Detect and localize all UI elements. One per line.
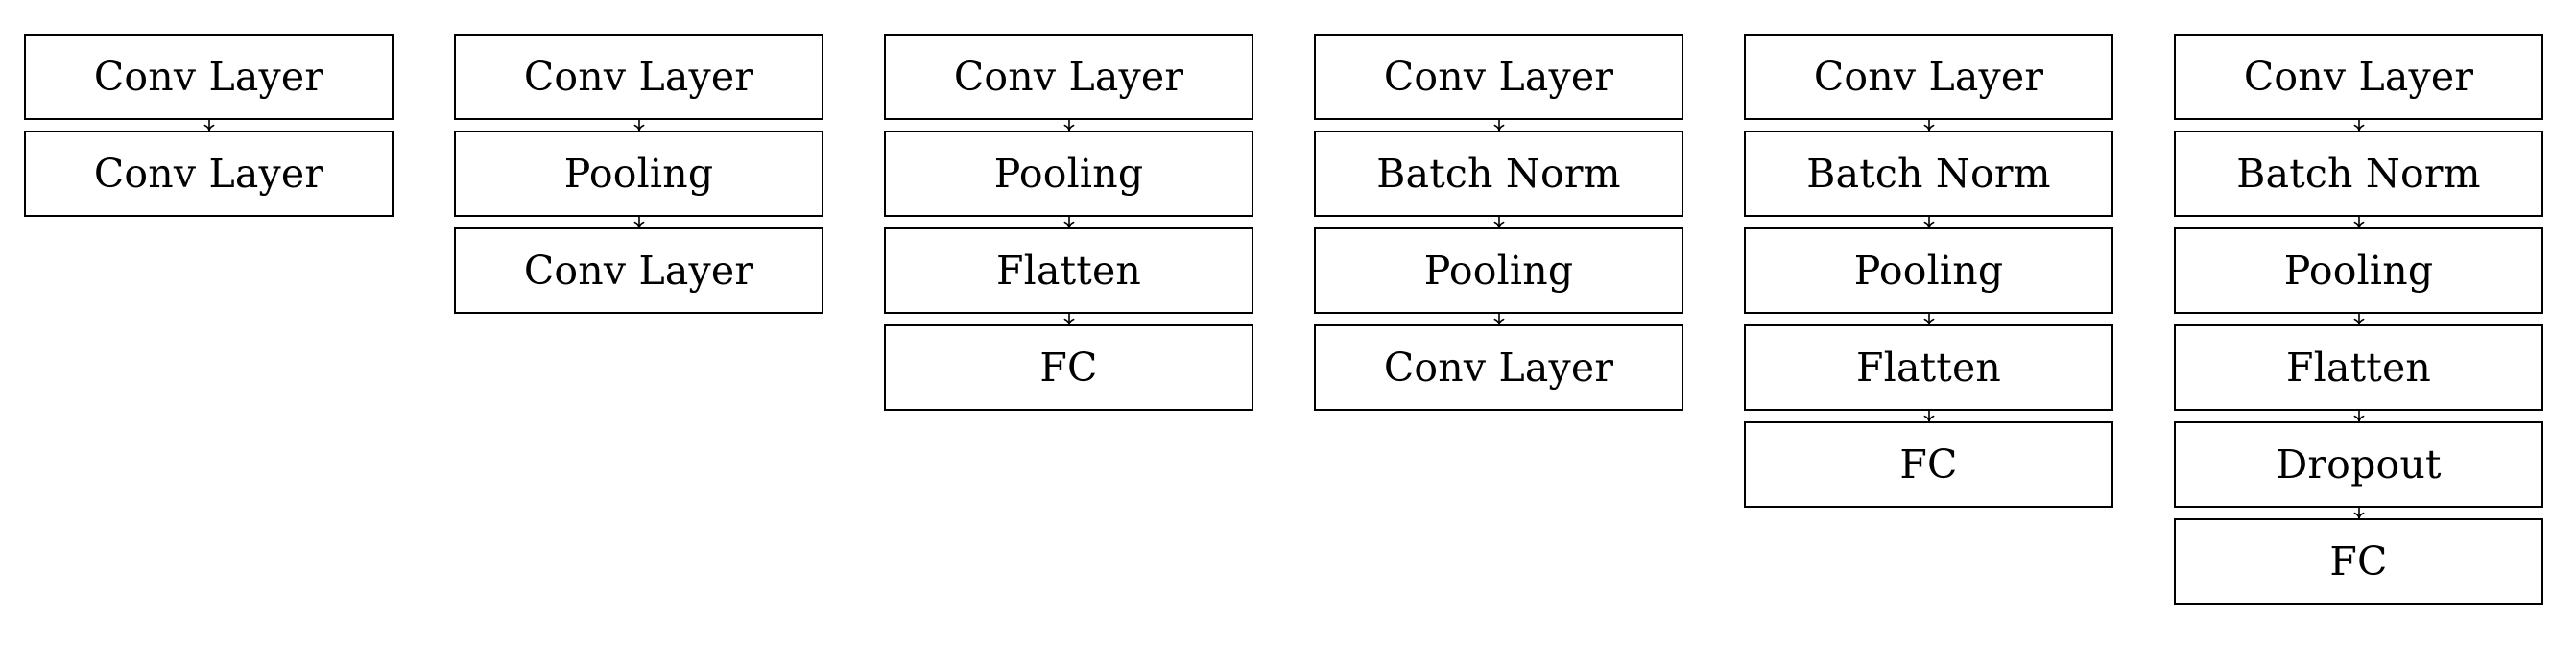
arrow-down-icon — [1744, 411, 2113, 422]
layer-box[interactable]: Pooling — [884, 131, 1253, 217]
layer-box[interactable]: Conv Layer — [24, 131, 394, 217]
arrow-down-icon — [1744, 314, 2113, 325]
layer-node[interactable]: Batch Norm — [1314, 131, 1683, 217]
layer-node[interactable]: Conv Layer — [454, 34, 823, 120]
layer-node[interactable]: Conv Layer — [884, 34, 1253, 120]
layer-label: Flatten — [1855, 344, 2002, 391]
layer-box[interactable]: FC — [884, 324, 1253, 411]
layer-label: Flatten — [995, 247, 1142, 294]
layer-label: Conv Layer — [1383, 53, 1614, 100]
layer-node[interactable]: FC — [1744, 421, 2113, 508]
layer-box[interactable]: Flatten — [884, 227, 1253, 314]
layer-box[interactable]: FC — [2174, 518, 2543, 605]
layer-node[interactable]: Pooling — [1744, 227, 2113, 314]
layer-label: Conv Layer — [93, 150, 324, 197]
arrow-down-icon — [2174, 508, 2543, 519]
arrow-down-icon — [884, 217, 1253, 228]
layer-label: Pooling — [2283, 247, 2434, 294]
layer-label: Conv Layer — [953, 53, 1184, 100]
layer-box[interactable]: Batch Norm — [1314, 131, 1683, 217]
layer-node[interactable]: Pooling — [1314, 227, 1683, 314]
layer-node[interactable]: FC — [884, 324, 1253, 411]
arrow-down-icon — [884, 314, 1253, 325]
arrow-down-icon — [1744, 120, 2113, 131]
layer-box[interactable]: Conv Layer — [1744, 34, 2113, 120]
layer-box[interactable]: Conv Layer — [2174, 34, 2543, 120]
layer-label: FC — [2329, 538, 2388, 585]
layer-label: FC — [1039, 344, 1098, 391]
layer-label: Pooling — [563, 150, 714, 197]
layer-box[interactable]: Conv Layer — [884, 34, 1253, 120]
layer-box[interactable]: Flatten — [2174, 324, 2543, 411]
layer-node[interactable]: Conv Layer — [1314, 34, 1683, 120]
layer-label: Dropout — [2276, 441, 2442, 488]
layer-label: Batch Norm — [1376, 150, 1621, 197]
layer-node[interactable]: Flatten — [884, 227, 1253, 314]
layer-label: Batch Norm — [2236, 150, 2481, 197]
layer-label: Conv Layer — [523, 53, 754, 100]
arrow-down-icon — [1744, 217, 2113, 228]
layer-label: Flatten — [2285, 344, 2432, 391]
layer-label: Pooling — [1853, 247, 2004, 294]
layer-box[interactable]: Batch Norm — [1744, 131, 2113, 217]
layer-box[interactable]: Pooling — [2174, 227, 2543, 314]
layer-box[interactable]: Conv Layer — [454, 227, 823, 314]
arrow-down-icon — [884, 120, 1253, 131]
layer-box[interactable]: Conv Layer — [454, 34, 823, 120]
layer-node[interactable]: Pooling — [454, 131, 823, 217]
layer-node[interactable]: Conv Layer — [1744, 34, 2113, 120]
arrow-down-icon — [1314, 120, 1683, 131]
layer-label: Batch Norm — [1806, 150, 2051, 197]
layer-box[interactable]: FC — [1744, 421, 2113, 508]
arrow-down-icon — [454, 217, 823, 228]
layer-node[interactable]: Flatten — [1744, 324, 2113, 411]
layer-box[interactable]: Dropout — [2174, 421, 2543, 508]
layer-label: Pooling — [1423, 247, 1574, 294]
layer-node[interactable]: Conv Layer — [454, 227, 823, 314]
arrow-down-icon — [24, 120, 394, 131]
layer-box[interactable]: Conv Layer — [1314, 324, 1683, 411]
layer-node[interactable]: Conv Layer — [2174, 34, 2543, 120]
layer-box[interactable]: Pooling — [1314, 227, 1683, 314]
arrow-down-icon — [1314, 217, 1683, 228]
layer-node[interactable]: Pooling — [2174, 227, 2543, 314]
arrow-down-icon — [454, 120, 823, 131]
layer-box[interactable]: Pooling — [1744, 227, 2113, 314]
layer-node[interactable]: Batch Norm — [2174, 131, 2543, 217]
layer-node[interactable]: Conv Layer — [24, 131, 394, 217]
layer-node[interactable]: Conv Layer — [24, 34, 394, 120]
layer-node[interactable]: Pooling — [884, 131, 1253, 217]
layer-node[interactable]: FC — [2174, 518, 2543, 605]
layer-node[interactable]: Batch Norm — [1744, 131, 2113, 217]
layer-box[interactable]: Conv Layer — [24, 34, 394, 120]
arrow-down-icon — [1314, 314, 1683, 325]
arrow-down-icon — [2174, 217, 2543, 228]
layer-label: FC — [1899, 441, 1958, 488]
layer-box[interactable]: Batch Norm — [2174, 131, 2543, 217]
layer-label: Conv Layer — [2243, 53, 2474, 100]
layer-node[interactable]: Dropout — [2174, 421, 2543, 508]
layer-box[interactable]: Flatten — [1744, 324, 2113, 411]
arrow-down-icon — [2174, 314, 2543, 325]
layer-label: Conv Layer — [1383, 344, 1614, 391]
arrow-down-icon — [2174, 411, 2543, 422]
layer-label: Pooling — [993, 150, 1144, 197]
layer-label: Conv Layer — [93, 53, 324, 100]
layer-box[interactable]: Pooling — [454, 131, 823, 217]
layer-label: Conv Layer — [523, 247, 754, 294]
arrow-down-icon — [2174, 120, 2543, 131]
layer-node[interactable]: Flatten — [2174, 324, 2543, 411]
layer-node[interactable]: Conv Layer — [1314, 324, 1683, 411]
layer-label: Conv Layer — [1813, 53, 2044, 100]
layer-box[interactable]: Conv Layer — [1314, 34, 1683, 120]
